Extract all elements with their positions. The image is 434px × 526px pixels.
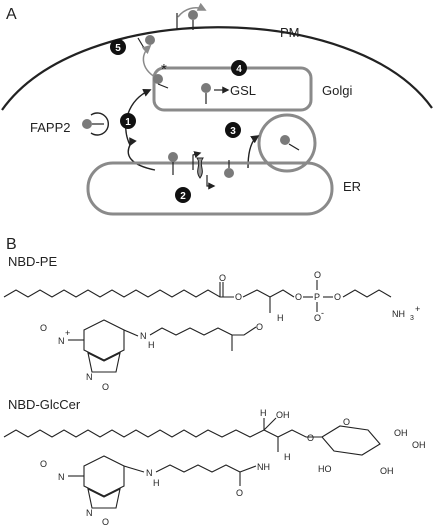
svg-text:OH: OH [412,440,426,450]
svg-text:NH: NH [392,309,405,319]
svg-text:OH: OH [276,410,290,420]
svg-text:4: 4 [236,64,242,75]
svg-text:O: O [256,322,263,332]
svg-text:+: + [415,304,420,314]
svg-text:O: O [307,433,314,443]
step-3-badge [225,122,241,138]
svg-text:O: O [40,459,47,469]
svg-text:N: N [86,508,93,518]
svg-text:H: H [284,452,291,462]
svg-text:O: O [236,488,243,498]
svg-text:N: N [146,468,153,478]
step-5-badge [110,39,126,55]
svg-text:O: O [295,292,302,302]
svg-text:O: O [314,270,321,280]
svg-text:P: P [314,292,320,302]
svg-text:H: H [277,313,284,323]
svg-text:-: - [321,308,324,318]
svg-text:N: N [58,336,65,346]
nbd-pe-title: NBD-PE [8,254,57,269]
svg-text:OH: OH [394,428,408,438]
svg-text:1: 1 [125,117,131,128]
nbd-glccer-title: NBD-GlcCer [8,397,81,412]
plasma-membrane [1,26,433,111]
svg-text:N: N [86,372,93,382]
er [86,161,334,216]
panel-a: A PM 5 Golgi 4 GSL * FAPP2 [1,2,433,216]
asterisk: * [161,61,167,78]
lipid-head-step5 [145,35,155,45]
panel-a-label: A [6,6,17,23]
svg-text:O: O [102,382,109,392]
svg-text:+: + [65,328,70,338]
panel-b-label: B [6,236,17,253]
svg-text:O: O [314,313,321,323]
svg-text:3: 3 [230,126,236,137]
svg-text:N: N [140,331,147,341]
nbd-glccer-structure: NBD-GlcCer H OH O O OH OH OH HO H NH O N… [3,397,426,526]
svg-text:NH: NH [257,462,270,472]
svg-text:O: O [334,292,341,302]
svg-text:H: H [148,340,155,350]
fapp2-protein [90,112,110,136]
step-1-badge [120,113,136,129]
pm-label: PM [280,25,300,40]
nbd-pe-structure: NBD-PE O O O P O O - O NH 3 + H O [3,254,420,392]
svg-text:N: N [58,472,65,482]
svg-text:HO: HO [318,464,332,474]
svg-text:O: O [219,273,226,283]
gsl-label: GSL [230,83,256,98]
flip-arrow-top [177,2,207,18]
step-2-badge [175,187,191,203]
svg-text:5: 5 [115,43,121,54]
golgi-label: Golgi [322,83,352,98]
panel-b: B NBD-PE O O O P O O - O NH 3 + H O [3,236,426,526]
er-label: ER [343,179,361,194]
pm-lipid-head [188,10,198,20]
svg-text:2: 2 [180,191,186,202]
svg-text:H: H [260,408,267,418]
svg-text:O: O [235,292,242,302]
svg-text:O: O [40,323,47,333]
fapp2-label: FAPP2 [30,120,70,135]
svg-text:H: H [153,478,160,488]
scramblase [196,157,204,179]
svg-text:O: O [102,517,109,526]
step-4-badge [231,60,247,76]
svg-text:O: O [343,417,350,427]
svg-text:OH: OH [380,466,394,476]
svg-text:3: 3 [410,315,414,322]
